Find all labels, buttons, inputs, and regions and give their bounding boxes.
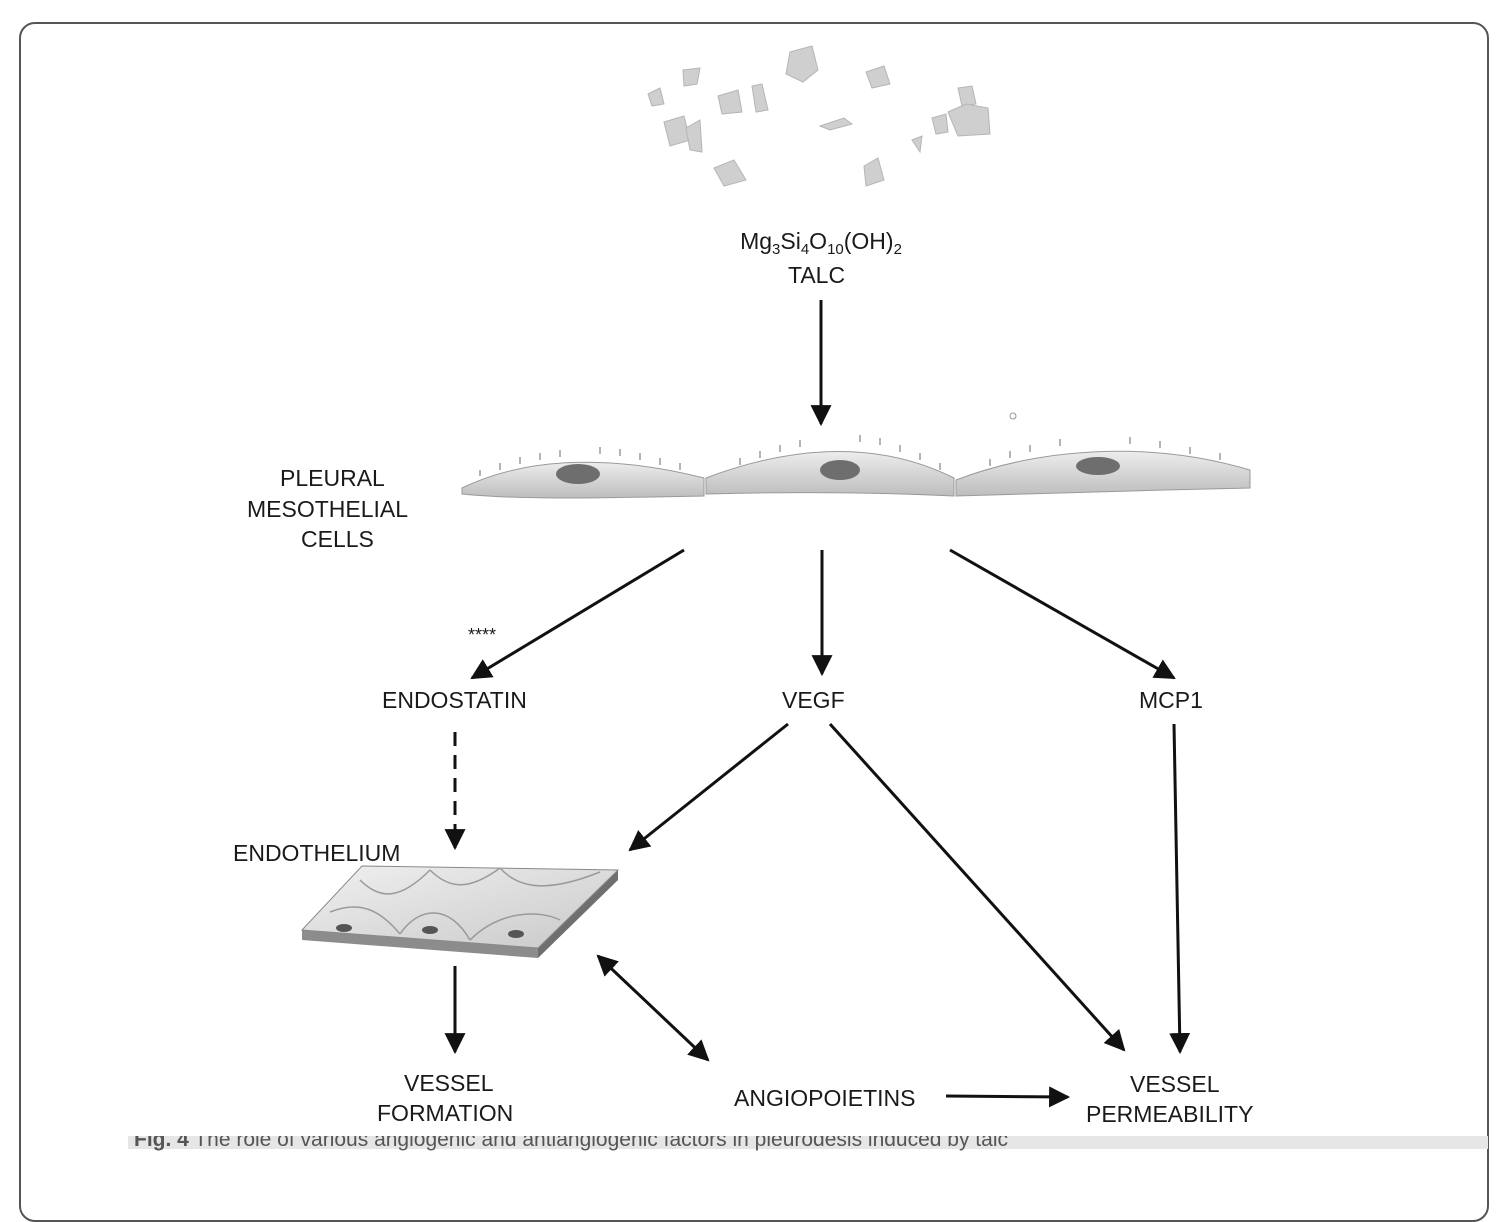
pleural-label-line3: CELLS	[301, 526, 374, 552]
arrow-endothelium-angiopoietins	[596, 954, 710, 1062]
endothelium-illustration	[300, 865, 620, 958]
vessel-permeability-line1: VESSEL	[1130, 1071, 1220, 1097]
angiopoietins-label: ANGIOPOIETINS	[734, 1085, 916, 1111]
vessel-formation-line1: VESSEL	[404, 1070, 494, 1096]
arrow-mcp1-to-permeability	[1169, 723, 1191, 1055]
pleural-label-line1: PLEURAL	[280, 465, 385, 491]
talc-particles	[647, 45, 991, 187]
vegf-label: VEGF	[782, 687, 845, 713]
mcp1-label: MCP1	[1139, 687, 1203, 713]
talc-formula: Mg3Si4O10(OH)2	[740, 228, 902, 258]
arrow-vegf-to-permeability	[828, 722, 1126, 1052]
vessel-formation-line2: FORMATION	[377, 1100, 514, 1126]
endostatin-label: ENDOSTATIN	[382, 687, 527, 713]
figure-frame	[19, 22, 1489, 1222]
arrow-cells-to-mcp1	[949, 548, 1176, 680]
arrow-angiopoietins-to-permeability	[945, 1086, 1071, 1108]
endothelium-label: ENDOTHELIUM	[233, 840, 401, 866]
significance-stars: ****	[468, 625, 497, 645]
figure-caption-text: The role of various angiogenic and antia…	[194, 1128, 1008, 1151]
arrow-cells-to-endostatin	[470, 548, 685, 680]
mesothelial-cells-illustration	[461, 435, 1251, 499]
figure-caption-bar	[128, 1136, 1488, 1149]
vessel-permeability-line2: PERMEABILITY	[1086, 1101, 1254, 1127]
pleural-label-line2: MESOTHELIAL	[247, 496, 409, 522]
arrow-vegf-to-endothelium	[628, 722, 789, 852]
figure-caption: Fig. 4 The role of various angiogenic an…	[134, 1128, 1008, 1152]
diagram-canvas	[300, 45, 1251, 1108]
talc-label: TALC	[788, 262, 846, 288]
figure-caption-prefix: Fig. 4	[134, 1128, 189, 1151]
